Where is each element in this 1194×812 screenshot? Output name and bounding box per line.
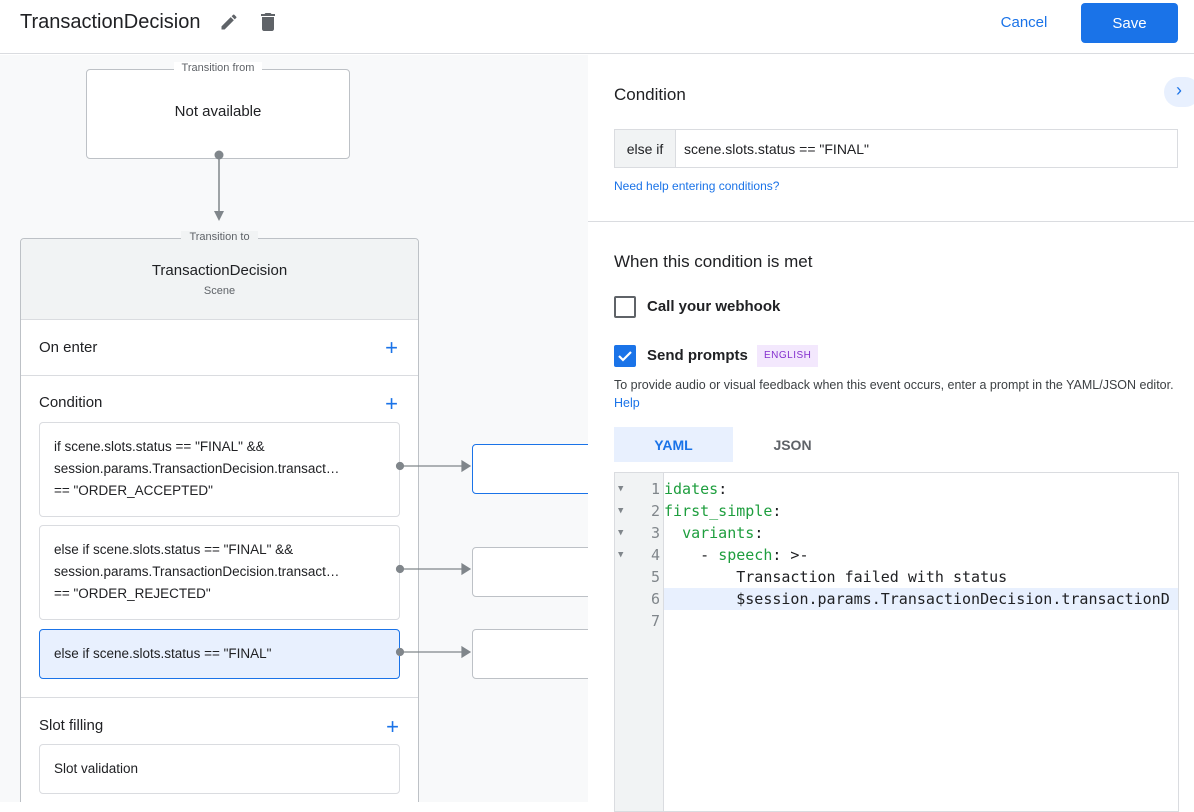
line-number: 7 xyxy=(650,612,660,630)
yaml-punct: : >- xyxy=(772,546,809,564)
code-indent xyxy=(664,524,682,542)
fold-arrow-icon[interactable]: ▼ xyxy=(618,528,624,538)
yaml-punct: : xyxy=(772,502,782,520)
condition-target-box[interactable] xyxy=(472,444,588,494)
description-text: To provide audio or visual feedback when… xyxy=(614,378,1174,392)
delete-icon[interactable] xyxy=(256,10,280,34)
add-condition-icon[interactable]: + xyxy=(385,391,398,416)
condition-card[interactable]: else if scene.slots.status == "FINAL" &&… xyxy=(39,525,400,620)
code-line: ▼ 3 variants: xyxy=(615,522,1178,544)
condition-label: Condition xyxy=(39,394,103,411)
help-conditions-link[interactable]: Need help entering conditions? xyxy=(614,179,780,193)
code-indent xyxy=(664,590,736,608)
tab-yaml[interactable]: YAML xyxy=(614,427,733,462)
transition-from-legend: Transition from xyxy=(173,62,263,74)
condition-input-group: else if scene.slots.status == "FINAL" xyxy=(614,129,1178,168)
yaml-key: speech xyxy=(718,546,773,564)
condition-target-box[interactable] xyxy=(472,547,588,597)
fold-arrow-icon[interactable]: ▼ xyxy=(618,550,624,560)
yaml-key: first_simple xyxy=(664,502,773,520)
condition-line: == "ORDER_ACCEPTED" xyxy=(54,483,213,498)
editor-gutter xyxy=(615,473,664,811)
condition-prefix: else if xyxy=(615,130,676,167)
cancel-button[interactable]: Cancel xyxy=(1000,13,1048,31)
on-enter-row[interactable]: On enter + xyxy=(21,320,418,376)
code-indent xyxy=(664,568,736,586)
header-bar: TransactionDecision Cancel Save xyxy=(0,0,1194,54)
slot-validation-label: Slot validation xyxy=(54,761,139,776)
line-number: 5 xyxy=(650,568,660,586)
prompt-description: To provide audio or visual feedback when… xyxy=(614,376,1174,412)
save-button[interactable]: Save xyxy=(1081,3,1178,43)
condition-line: else if scene.slots.status == "FINAL" xyxy=(54,646,272,661)
code-line: 5 Transaction failed with status xyxy=(615,566,1178,588)
line-number: 3 xyxy=(650,524,660,542)
scene-header: Transition to TransactionDecision Scene xyxy=(21,231,418,320)
on-enter-label: On enter xyxy=(39,339,98,356)
transition-from-value: Not available xyxy=(174,103,262,120)
met-title: When this condition is met xyxy=(614,252,813,271)
slot-filling-label: Slot filling xyxy=(39,717,104,734)
line-number: 1 xyxy=(650,480,660,498)
line-number: 2 xyxy=(650,502,660,520)
condition-line: session.params.TransactionDecision.trans… xyxy=(54,461,340,476)
code-text: $session.params.TransactionDecision.tran… xyxy=(736,590,1170,608)
condition-line: == "ORDER_REJECTED" xyxy=(54,586,211,601)
transition-to-legend: Transition to xyxy=(181,231,258,243)
collapse-panel-chevron-icon[interactable]: › xyxy=(1164,77,1194,107)
prompts-label: Send prompts xyxy=(647,347,748,364)
code-line: 6 $session.params.TransactionDecision.tr… xyxy=(615,588,1178,610)
fold-arrow-icon[interactable]: ▼ xyxy=(618,484,624,494)
scene-box: Transition to TransactionDecision Scene … xyxy=(20,231,419,802)
condition-card[interactable]: if scene.slots.status == "FINAL" && sess… xyxy=(39,422,400,517)
flow-canvas: Transition from Not available Transition… xyxy=(0,55,588,802)
add-slot-icon[interactable]: + xyxy=(386,714,399,739)
tab-json[interactable]: JSON xyxy=(773,436,812,453)
transition-from-box: Transition from Not available xyxy=(86,62,350,159)
yaml-punct: : xyxy=(754,524,764,542)
yaml-punct: : xyxy=(718,480,728,498)
language-badge: ENGLISH xyxy=(757,345,819,367)
condition-input[interactable]: scene.slots.status == "FINAL" xyxy=(684,140,870,157)
condition-card-selected[interactable]: else if scene.slots.status == "FINAL" xyxy=(39,629,400,679)
help-link[interactable]: Help xyxy=(614,396,640,410)
check-icon xyxy=(618,351,632,362)
edit-icon[interactable] xyxy=(219,12,239,32)
prompts-checkbox[interactable] xyxy=(614,345,636,367)
yaml-key: variants xyxy=(682,524,755,542)
fold-arrow-icon[interactable]: ▼ xyxy=(618,506,624,516)
line-number: 4 xyxy=(650,546,660,564)
yaml-key: idates xyxy=(664,480,719,498)
code-indent: - xyxy=(664,546,719,564)
code-line: 7 xyxy=(615,610,1178,632)
slot-validation-card[interactable]: Slot validation xyxy=(39,744,400,794)
code-line: ▼ 4 - speech: >- xyxy=(615,544,1178,566)
condition-target-box[interactable] xyxy=(472,629,588,679)
line-number: 6 xyxy=(650,590,660,608)
condition-line: else if scene.slots.status == "FINAL" && xyxy=(54,542,294,557)
scene-name: TransactionDecision xyxy=(151,262,288,279)
condition-line: session.params.TransactionDecision.trans… xyxy=(54,564,340,579)
condition-title: Condition xyxy=(614,85,686,104)
code-text: Transaction failed with status xyxy=(736,568,1008,586)
webhook-checkbox[interactable] xyxy=(614,296,636,318)
scene-title: TransactionDecision xyxy=(20,11,201,33)
condition-line: if scene.slots.status == "FINAL" && xyxy=(54,439,265,454)
condition-connectors xyxy=(395,459,472,659)
webhook-label: Call your webhook xyxy=(647,298,781,315)
condition-panel: › Condition else if scene.slots.status =… xyxy=(588,55,1194,812)
transition-arrow xyxy=(214,150,224,221)
scene-type: Scene xyxy=(203,285,236,297)
add-on-enter-icon[interactable]: + xyxy=(385,334,398,360)
